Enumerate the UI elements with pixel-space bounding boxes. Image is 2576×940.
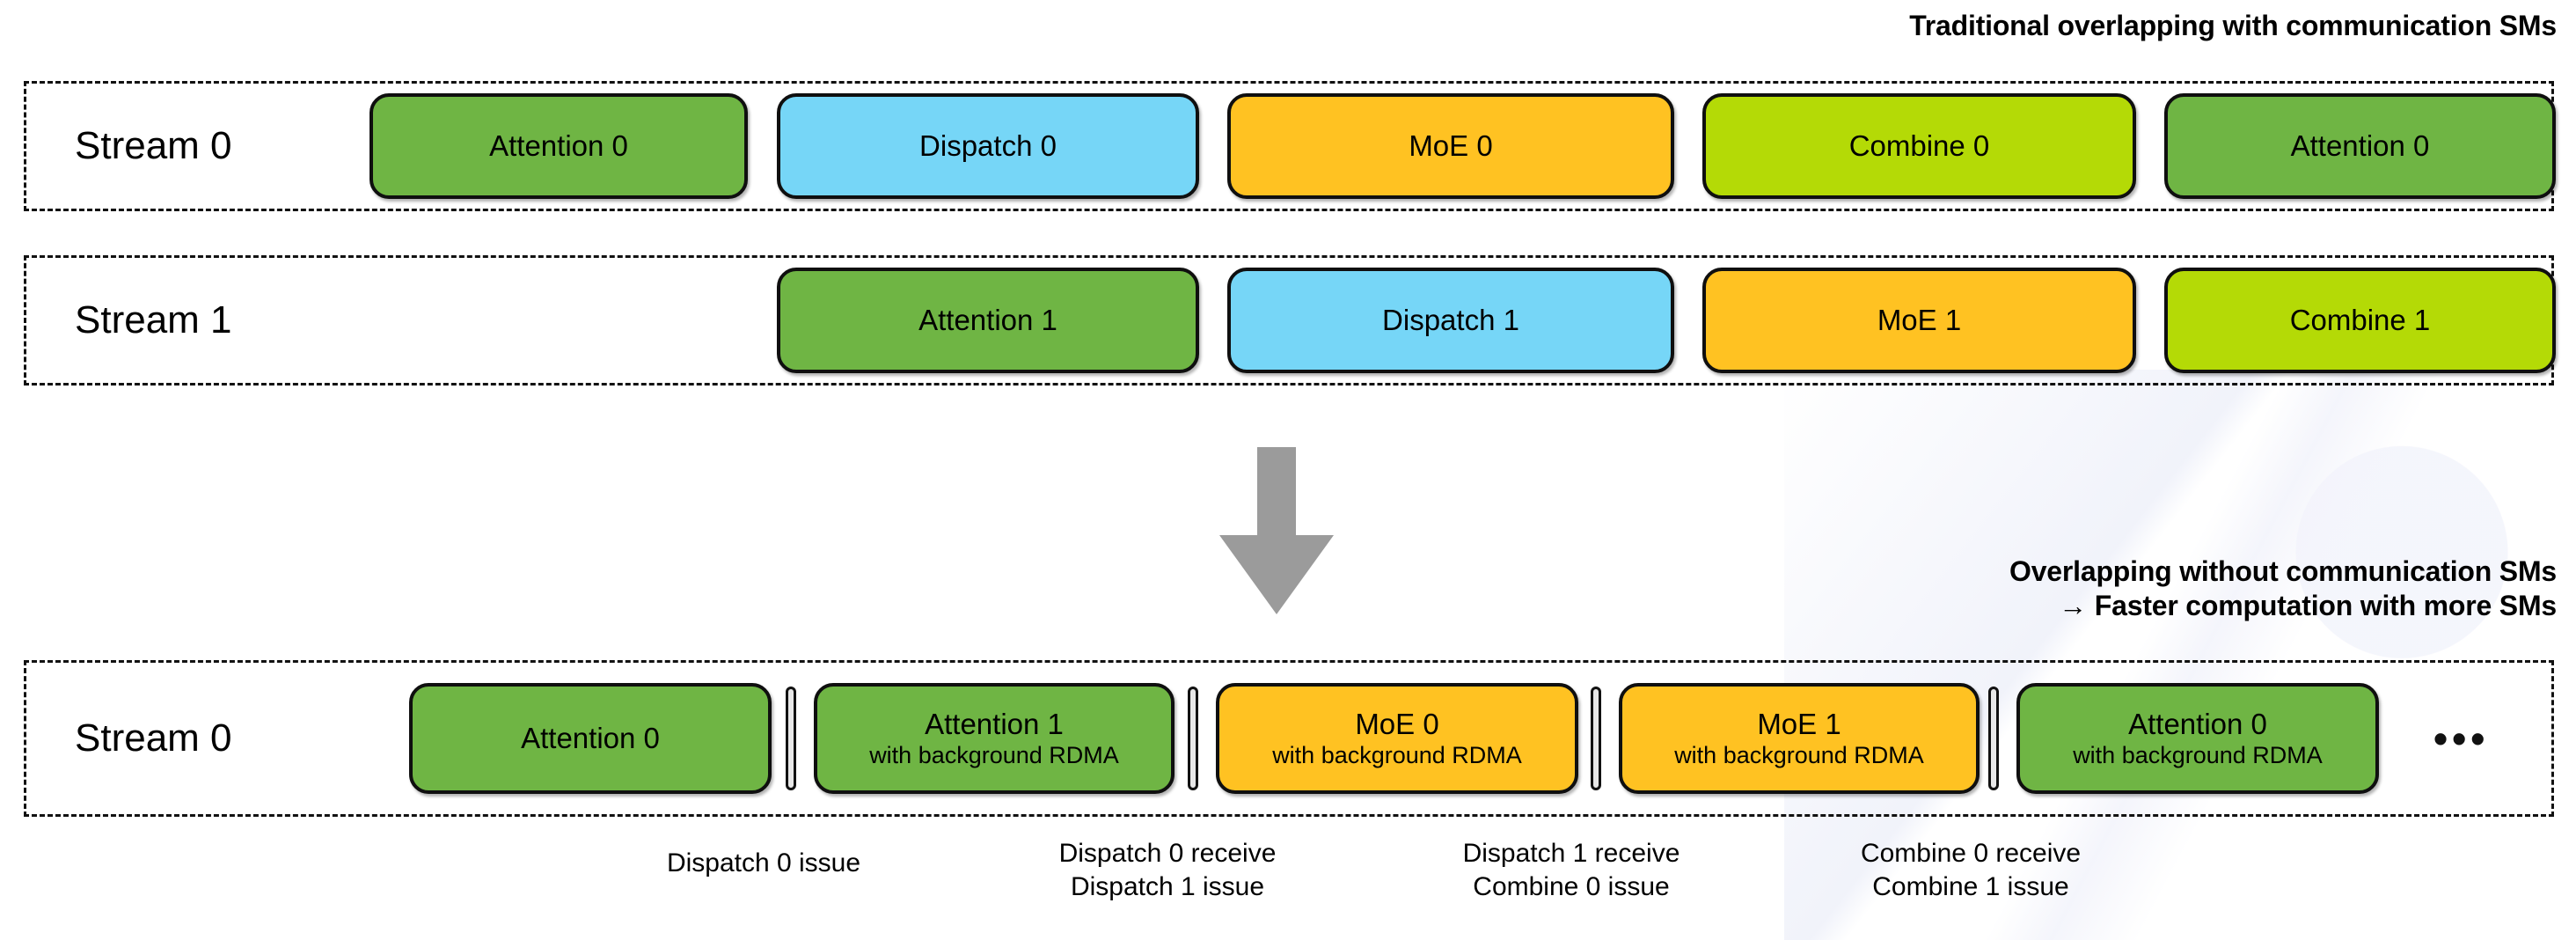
stage-block-title: MoE 0 — [1355, 707, 1439, 740]
lane-stream1: Stream 1 Attention 1 Dispatch 1 MoE 1 Combi… — [24, 255, 2556, 386]
stage-block-subtitle: with background RDMA — [1272, 741, 1522, 768]
block-separator — [1988, 687, 1999, 790]
stage-block-dispatch[interactable]: Dispatch 1 — [1227, 268, 1674, 373]
stage-block-dispatch[interactable]: Dispatch 0 — [777, 93, 1199, 199]
timeline-annotation: Dispatch 0 receive Dispatch 1 issue — [1058, 839, 1277, 902]
stage-block-subtitle: with background RDMA — [869, 741, 1119, 768]
continuation-ellipsis: ••• — [2433, 716, 2490, 761]
stage-block-moe[interactable]: MoE 1 — [1702, 268, 2136, 373]
stage-block-combine[interactable]: Combine 1 — [2164, 268, 2556, 373]
stage-block-title: Combine 0 — [1848, 129, 1990, 162]
lane-label-stream0-bottom: Stream 0 — [75, 716, 232, 760]
down-arrow-icon — [1219, 447, 1334, 614]
stage-block-subtitle: with background RDMA — [1674, 741, 1924, 768]
stage-block-combine[interactable]: Combine 0 — [1702, 93, 2136, 199]
timeline-annotation: Combine 0 receive Combine 1 issue — [1860, 839, 2082, 902]
stage-block-title: Attention 1 — [925, 707, 1064, 740]
stage-block-subtitle: with background RDMA — [2073, 741, 2323, 768]
block-separator — [1591, 687, 1601, 790]
lane-stream0-top: Stream 0 Attention 0 Dispatch 0 MoE 0 Combi… — [24, 81, 2556, 211]
lane-label-stream1: Stream 1 — [75, 298, 232, 341]
stage-block-title: Combine 1 — [2289, 303, 2431, 336]
stage-block-title: Dispatch 0 — [919, 129, 1057, 162]
stage-block-moe[interactable]: MoE 0 — [1227, 93, 1674, 199]
stage-block-attention[interactable]: Attention 0 — [370, 93, 748, 199]
stage-block-title: MoE 1 — [1757, 707, 1841, 740]
block-separator — [1188, 687, 1198, 790]
track-stream1: Attention 1 Dispatch 1 MoE 1 Combine 1 — [26, 258, 2556, 383]
stage-block-attention[interactable]: Attention 0 — [409, 683, 772, 794]
stage-block-attention[interactable]: Attention 1 — [777, 268, 1199, 373]
lane-label-stream0-top: Stream 0 — [75, 124, 232, 167]
timeline-annotation: Dispatch 1 receive Combine 0 issue — [1462, 839, 1680, 902]
stage-block-title: Attention 0 — [489, 129, 628, 162]
caption-traditional-overlapping: Traditional overlapping with communicati… — [1909, 10, 2557, 41]
stage-block-title: MoE 1 — [1877, 303, 1962, 336]
stage-block-title: Attention 0 — [521, 721, 660, 754]
stage-block-title: MoE 0 — [1409, 129, 1493, 162]
stage-block-title: Attention 1 — [918, 303, 1057, 336]
stage-block-title: Dispatch 1 — [1382, 303, 1519, 336]
block-separator — [786, 687, 796, 790]
stage-block-title: Attention 0 — [2290, 129, 2430, 162]
caption-overlapping-without-sms: Overlapping without communication SMs → … — [2009, 555, 2557, 622]
stage-block-title: Attention 0 — [2128, 707, 2267, 740]
timeline-annotation: Dispatch 0 issue — [666, 848, 861, 878]
stage-block-attention[interactable]: Attention 0 — [2164, 93, 2556, 199]
track-stream0-top: Attention 0 Dispatch 0 MoE 0 Combine 0 Atten… — [26, 84, 2556, 209]
